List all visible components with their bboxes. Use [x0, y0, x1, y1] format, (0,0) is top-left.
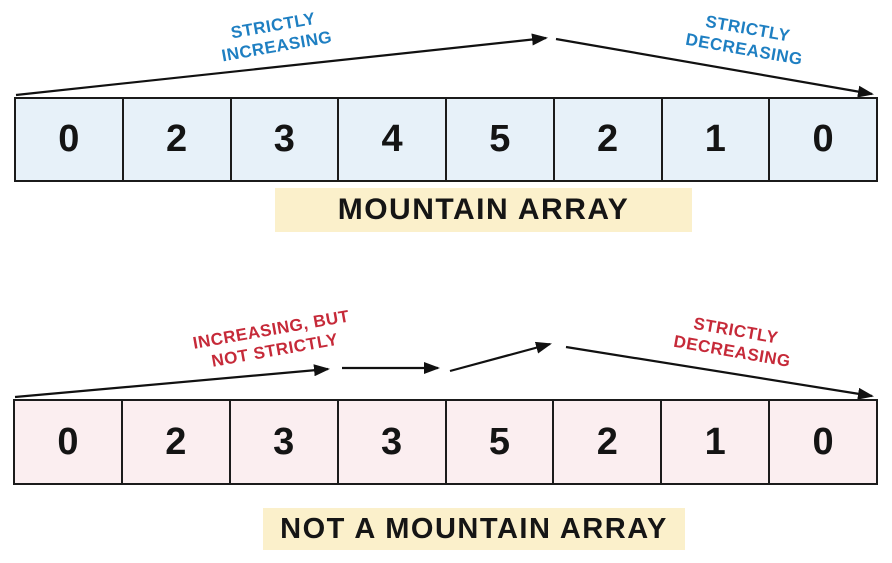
array-cell: 3 — [228, 401, 337, 483]
increasing-not-strictly-label: INCREASING, BUT NOT STRICTLY — [171, 302, 375, 378]
array-cell: 0 — [768, 401, 876, 483]
array-cell: 0 — [15, 401, 121, 483]
array-cell: 0 — [768, 99, 876, 180]
strictly-decreasing-label-bottom: STRICTLY DECREASING — [642, 305, 827, 378]
array-cell: 4 — [337, 99, 445, 180]
array-cell: 1 — [660, 401, 769, 483]
rising-arrow-bottom — [449, 341, 552, 373]
array-cell: 3 — [229, 99, 338, 180]
strictly-increasing-label: STRICTLY INCREASING — [183, 0, 368, 72]
array-cell: 2 — [121, 99, 230, 180]
array-cell: 5 — [445, 99, 553, 180]
mountain-array-caption: MOUNTAIN ARRAY — [275, 188, 692, 232]
increasing-arrow-bottom — [14, 364, 330, 399]
not-mountain-array-caption: NOT A MOUNTAIN ARRAY — [263, 508, 685, 550]
array-cell: 2 — [552, 99, 661, 180]
array-cell: 3 — [336, 401, 445, 483]
array-cell: 1 — [660, 99, 769, 180]
array-cell: 2 — [552, 401, 661, 483]
not-mountain-array: 0 2 3 3 5 2 1 0 — [13, 399, 878, 485]
array-cell: 0 — [16, 99, 122, 180]
strictly-decreasing-label-top: STRICTLY DECREASING — [654, 3, 839, 76]
array-cell: 2 — [120, 401, 229, 483]
mountain-array: 0 2 3 4 5 2 1 0 — [14, 97, 878, 182]
array-cell: 5 — [444, 401, 553, 483]
